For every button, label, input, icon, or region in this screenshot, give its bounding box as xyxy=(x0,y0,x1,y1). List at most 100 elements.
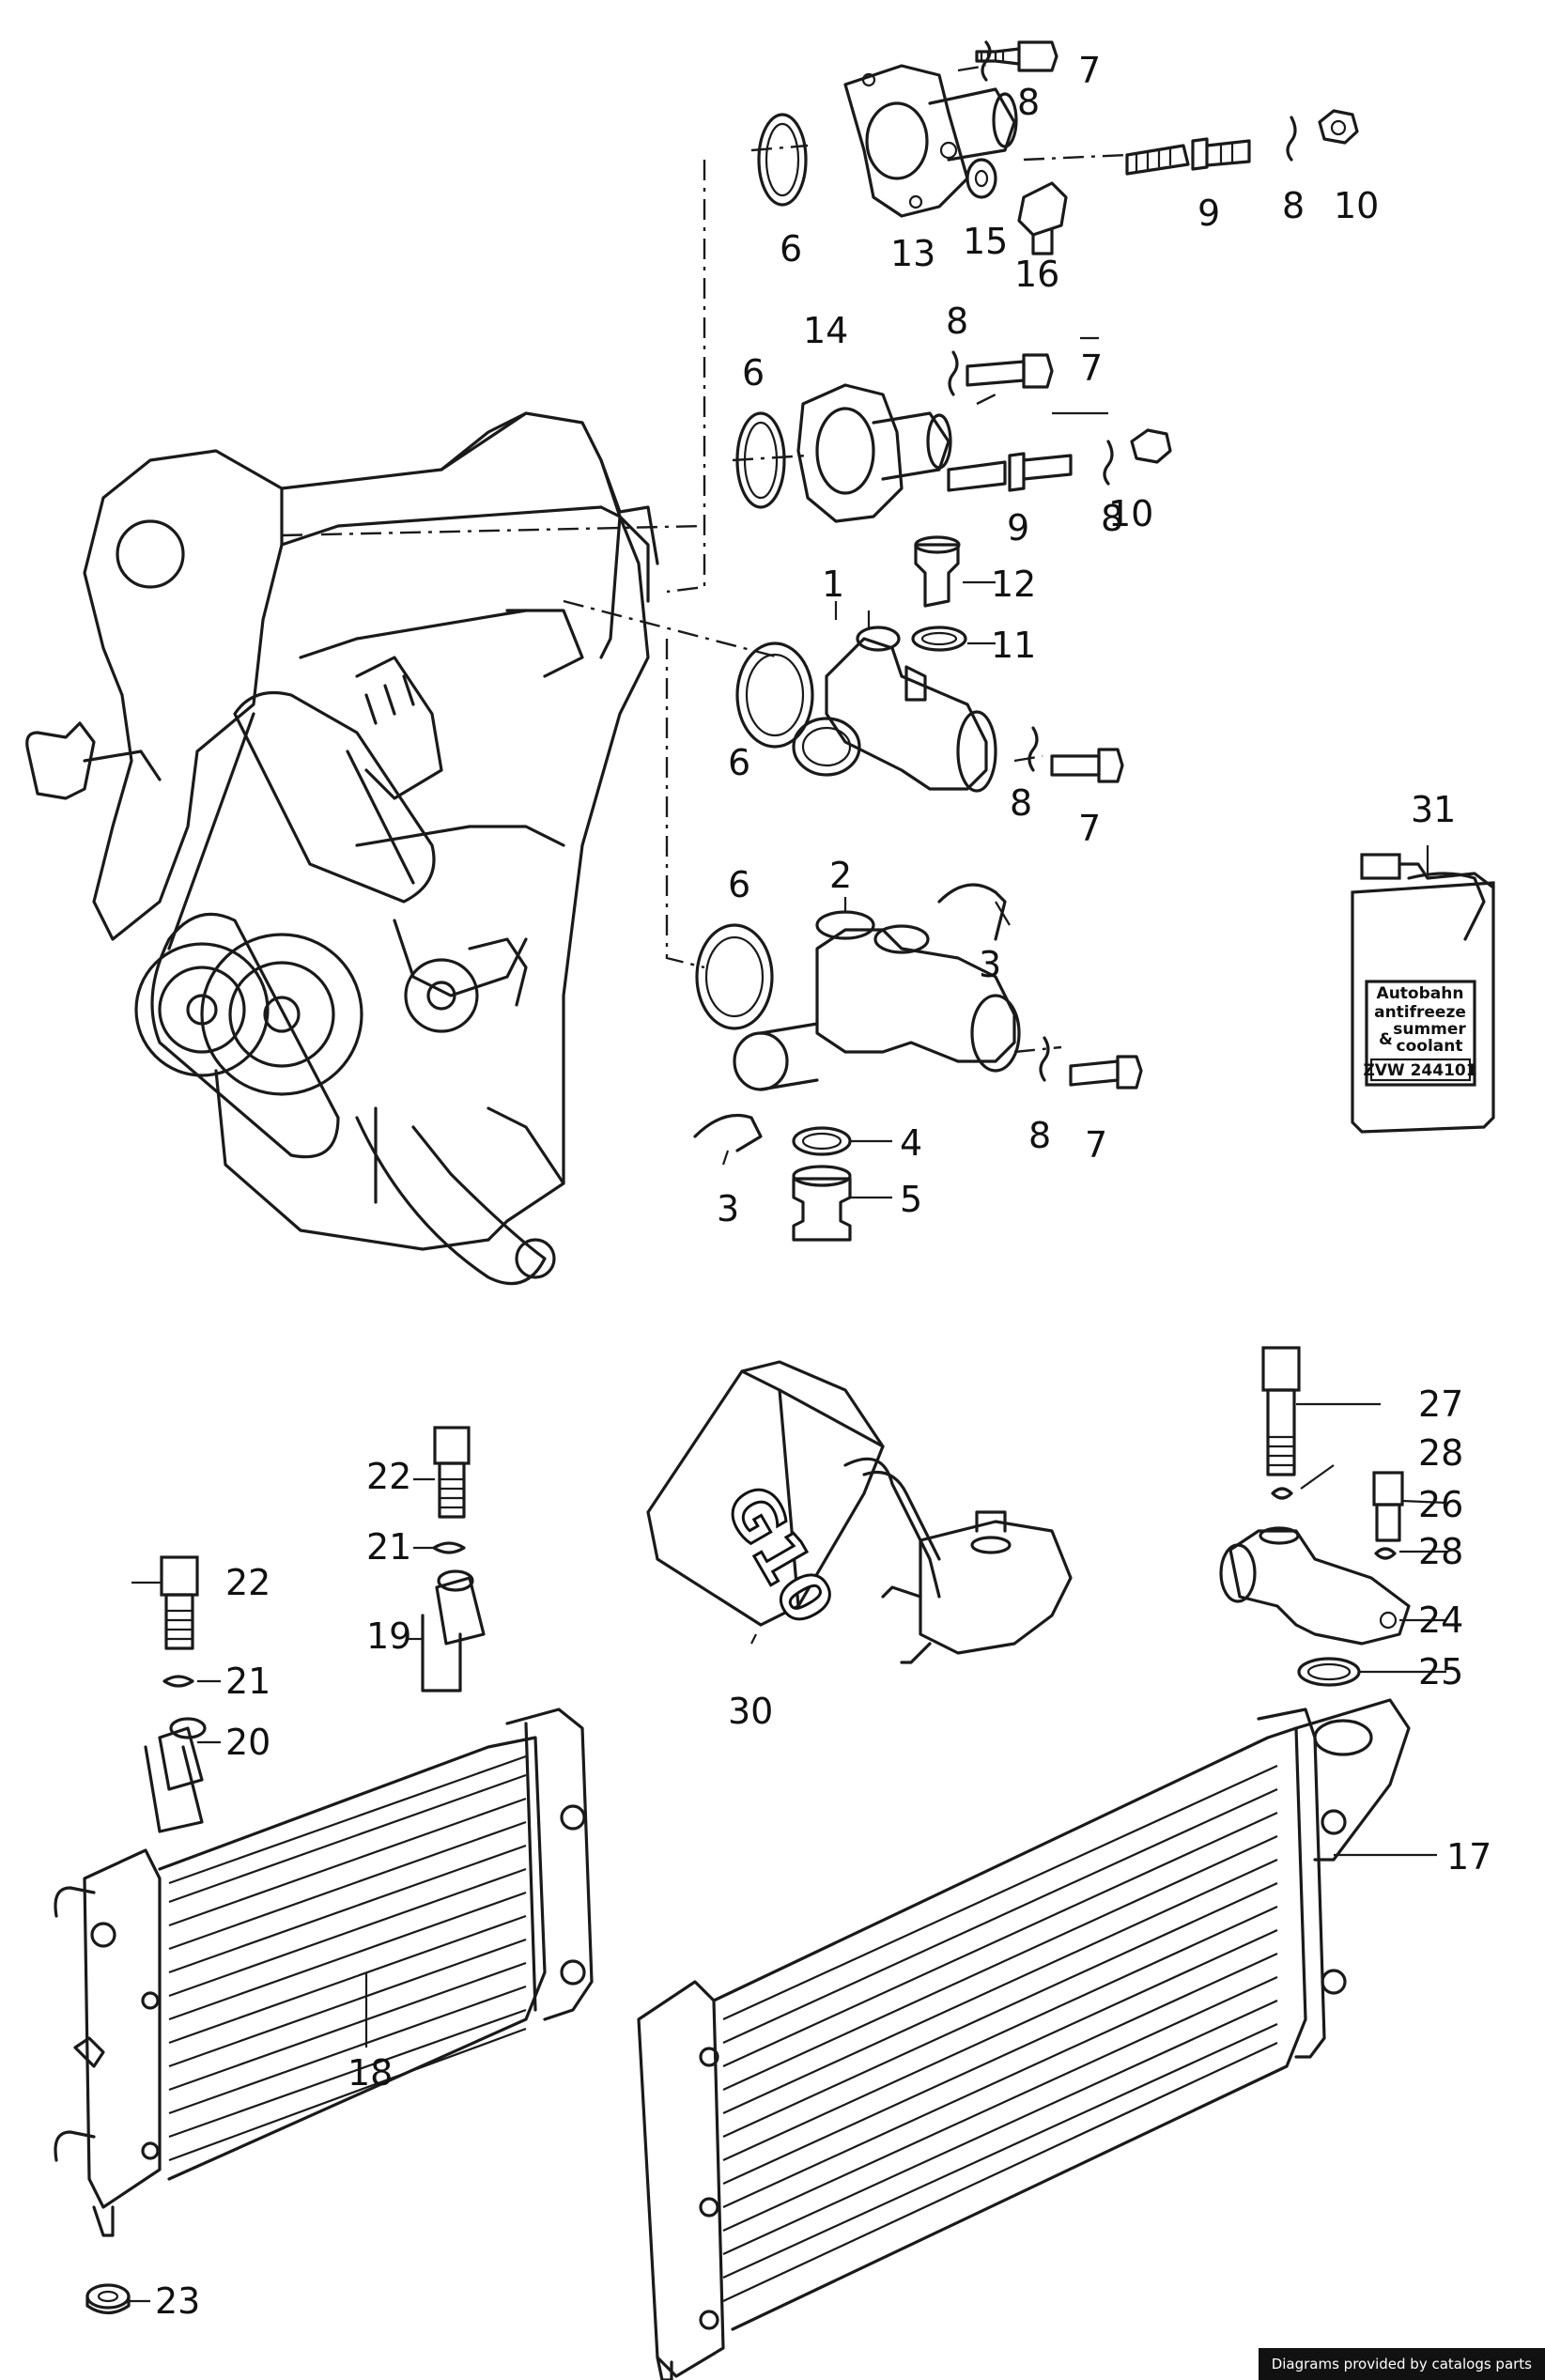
callout-20: 20 xyxy=(225,1722,270,1763)
callout-16: 16 xyxy=(1014,254,1059,295)
jug-label-line4: coolant xyxy=(1397,1037,1463,1056)
stud-9-mid xyxy=(947,428,1172,492)
callout-17: 17 xyxy=(1446,1836,1491,1878)
callout-6: 6 xyxy=(728,742,750,783)
radiator-18-fins xyxy=(168,1754,527,2162)
callout-19: 19 xyxy=(366,1615,411,1657)
callout-18: 18 xyxy=(348,2052,393,2094)
bolt-26 xyxy=(1372,1471,1404,1542)
gasket-6d xyxy=(695,923,774,1030)
engine-block xyxy=(83,411,659,1286)
callout-14: 14 xyxy=(803,310,848,351)
callout-25: 25 xyxy=(1418,1651,1463,1692)
callout-27: 27 xyxy=(1418,1383,1463,1425)
callout-3: 3 xyxy=(979,944,1001,985)
washer-15 xyxy=(966,158,997,199)
callout-8: 8 xyxy=(1282,185,1305,226)
callout-numbers: 7 8 10 8 9 6 13 1 5 16 14 8 7 6 10 8 9 12… xyxy=(155,50,1491,2322)
callout-8: 8 xyxy=(1017,82,1040,123)
thermostat-housing-24 xyxy=(1219,1526,1411,1646)
callout-11: 11 xyxy=(991,625,1036,666)
jug-label-line2: antifreeze xyxy=(1374,1003,1466,1022)
callout-12: 12 xyxy=(991,564,1036,605)
radiator-17 xyxy=(637,1698,1411,2380)
callout-21: 21 xyxy=(225,1661,270,1702)
washer-21b xyxy=(432,1541,466,1554)
plug-16 xyxy=(1017,181,1068,255)
callout-6: 6 xyxy=(742,352,765,394)
credit-footer: Diagrams provided by catalogs parts xyxy=(1258,2348,1545,2380)
callout-5: 5 xyxy=(900,1179,922,1220)
bolt-22b xyxy=(433,1426,471,1519)
callout-3: 3 xyxy=(717,1188,739,1229)
plug-12 xyxy=(914,535,961,608)
callout-4: 4 xyxy=(900,1122,922,1164)
bolt-22a xyxy=(160,1555,199,1650)
thermostat-flange-13 xyxy=(843,64,1018,218)
seal-11 xyxy=(911,626,967,652)
stud-9-top xyxy=(1125,109,1359,176)
bolt-7-pipe1 xyxy=(1027,726,1124,783)
leader-lines xyxy=(127,336,1447,2303)
callout-31: 31 xyxy=(1411,789,1456,830)
callout-8: 8 xyxy=(1028,1115,1051,1156)
callout-22: 22 xyxy=(225,1562,270,1603)
callout-9: 9 xyxy=(1197,193,1220,234)
callout-8: 8 xyxy=(1010,782,1032,824)
callout-7: 7 xyxy=(1078,50,1101,91)
callout-10: 10 xyxy=(1334,185,1379,226)
jug-ampersand: & xyxy=(1379,1030,1393,1049)
callout-1: 1 xyxy=(822,564,844,605)
clip-3-bottom xyxy=(693,1113,763,1152)
washer-21a xyxy=(162,1675,194,1688)
callout-23: 23 xyxy=(155,2280,200,2322)
callout-30: 30 xyxy=(728,1691,773,1732)
callout-10: 10 xyxy=(1108,493,1153,534)
expansion-tank-30: G10 xyxy=(646,1360,1073,1664)
clip-3-top xyxy=(937,883,1007,941)
gasket-25 xyxy=(1297,1657,1361,1687)
coolant-jug-31: Autobahn antifreeze summer & coolant ZVW… xyxy=(1351,853,1495,1134)
bolt-7-top xyxy=(975,40,1058,82)
callout-2: 2 xyxy=(829,855,852,896)
callout-24: 24 xyxy=(1418,1600,1463,1641)
seal-4 xyxy=(792,1126,852,1156)
gasket-6c xyxy=(735,641,814,749)
callout-26: 26 xyxy=(1418,1484,1463,1525)
mount-19 xyxy=(421,1569,486,1692)
callout-6: 6 xyxy=(728,864,750,905)
bolt-7-pipe2 xyxy=(1039,1036,1143,1090)
bolt-7-mid xyxy=(948,350,1054,396)
callout-28: 28 xyxy=(1418,1531,1463,1572)
callout-7: 7 xyxy=(1080,348,1103,389)
callout-9: 9 xyxy=(1007,507,1029,549)
callout-13: 13 xyxy=(890,233,935,274)
callout-28: 28 xyxy=(1418,1432,1463,1474)
gasket-6a xyxy=(757,113,808,207)
belt-and-pulleys xyxy=(134,656,528,1159)
callout-8: 8 xyxy=(1101,498,1123,539)
oil-filler-cap xyxy=(25,721,162,800)
callout-6: 6 xyxy=(780,228,802,270)
jug-label-line1: Autobahn xyxy=(1377,984,1464,1003)
radiator-17-fins xyxy=(722,1764,1278,2302)
washer-28a xyxy=(1271,1487,1293,1500)
jug-part-number: ZVW 244101 xyxy=(1363,1061,1476,1080)
washer-28b xyxy=(1374,1547,1397,1560)
grommet-23 xyxy=(85,2283,131,2315)
callout-22: 22 xyxy=(366,1456,411,1497)
thermostat-flange-14 xyxy=(796,383,952,523)
assembly-lines xyxy=(281,64,1128,1054)
coolant-pipe-2 xyxy=(733,910,1021,1091)
callout-7: 7 xyxy=(1085,1124,1107,1166)
coolant-pipe-1 xyxy=(792,626,997,793)
bolt-27 xyxy=(1261,1346,1301,1476)
callout-8: 8 xyxy=(946,301,968,342)
jug-label-line3: summer xyxy=(1393,1020,1466,1039)
plug-5 xyxy=(792,1165,852,1242)
mount-20 xyxy=(144,1717,207,1833)
callout-7: 7 xyxy=(1078,808,1101,849)
radiator-18 xyxy=(54,1708,594,2237)
callout-21: 21 xyxy=(366,1526,411,1568)
